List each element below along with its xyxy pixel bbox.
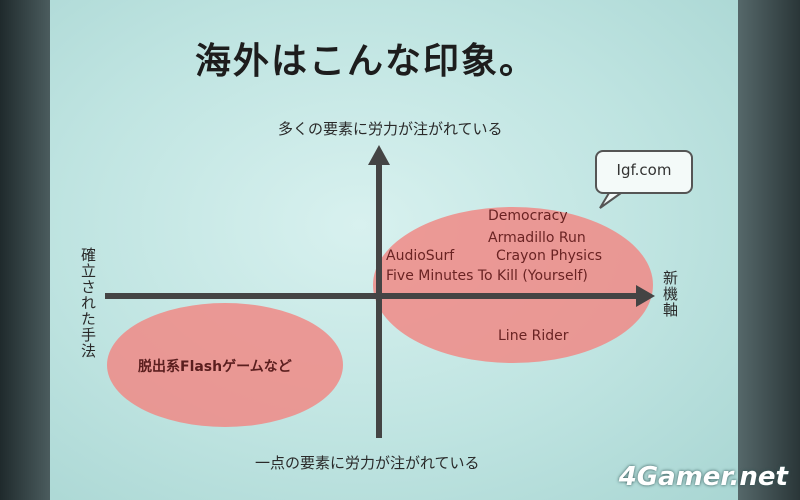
- right-group-item: Armadillo Run: [488, 230, 586, 246]
- y-axis-bottom-label: 一点の要素に労力が注がれている: [255, 454, 480, 472]
- speech-bubble: Igf.com: [595, 150, 693, 194]
- right-group-item: Crayon Physics: [496, 248, 603, 264]
- x-axis-right-label: 新機軸: [661, 270, 679, 318]
- screen-frame-right: [730, 0, 800, 500]
- right-group-item: AudioSurf: [386, 248, 455, 264]
- screen-frame-left: [0, 0, 50, 500]
- right-group-item: Democracy: [488, 208, 568, 224]
- right-group-item: Five Minutes To Kill (Yourself): [386, 268, 588, 284]
- right-group-ellipse: [373, 207, 653, 363]
- right-group-item: Line Rider: [498, 328, 569, 344]
- slide-title: 海外はこんな印象。: [195, 41, 538, 82]
- y-axis-arrowhead: [368, 145, 390, 165]
- left-group-label: 脱出系Flashゲームなど: [138, 359, 292, 375]
- y-axis-top-label: 多くの要素に労力が注がれている: [278, 120, 503, 138]
- speech-bubble-text: Igf.com: [616, 161, 672, 179]
- left-group-ellipse: [107, 303, 343, 427]
- x-axis-arrowhead: [636, 285, 655, 307]
- watermark-logo: 4Gamer.net: [618, 462, 788, 492]
- x-axis-left-label: 確立された手法: [79, 247, 97, 359]
